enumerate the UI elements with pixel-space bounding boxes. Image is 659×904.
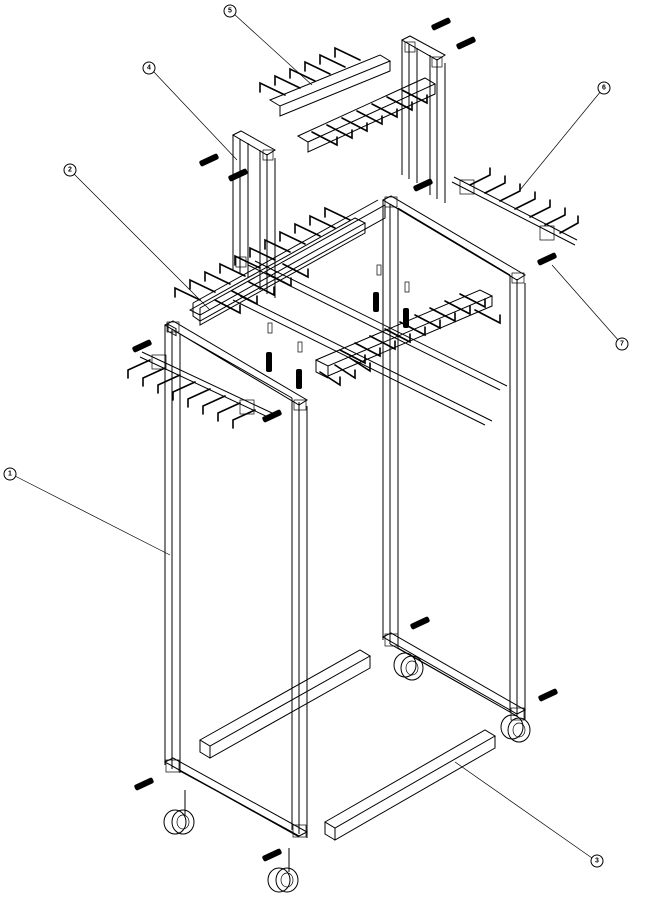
side-hook-rack-left xyxy=(127,351,273,429)
callout-5: 5 xyxy=(223,4,237,18)
bottom-cross-bars xyxy=(199,649,496,841)
upper-post-right xyxy=(400,35,446,203)
callout-3: 3 xyxy=(590,854,604,868)
bolt xyxy=(410,616,430,630)
bolt xyxy=(538,688,558,702)
caster-front-left xyxy=(163,790,195,835)
caster-front-right xyxy=(267,848,299,893)
hook-rack-lower-left xyxy=(174,206,351,315)
callout-7-label: 7 xyxy=(620,341,624,348)
side-hook-rack-right xyxy=(451,167,579,246)
caster-back-left xyxy=(393,652,424,681)
bolt xyxy=(413,178,433,192)
bolt xyxy=(373,292,379,312)
callout-1: 1 xyxy=(3,467,17,481)
callout-6-label: 6 xyxy=(602,85,606,92)
bolt xyxy=(431,17,451,31)
callout-4: 4 xyxy=(142,61,156,75)
hook-rack-lower-right xyxy=(319,293,501,387)
bolt xyxy=(266,352,272,372)
callout-1-label: 1 xyxy=(8,471,12,478)
callout-6: 6 xyxy=(597,81,611,95)
callout-7: 7 xyxy=(615,337,629,351)
top-hook-rack xyxy=(259,46,437,153)
leader-lines xyxy=(14,13,620,859)
callout-2-label: 2 xyxy=(68,167,72,174)
bolt xyxy=(199,153,219,167)
bolt xyxy=(134,777,154,791)
bolt xyxy=(456,36,476,50)
bolt xyxy=(296,369,302,389)
right-upright-frame xyxy=(381,195,527,721)
bolt xyxy=(262,848,282,862)
bolt xyxy=(537,252,557,266)
callout-3-label: 3 xyxy=(595,858,599,865)
upper-post-left xyxy=(231,130,276,298)
caster-wheels xyxy=(163,652,531,893)
callout-5-label: 5 xyxy=(228,8,232,15)
callout-2: 2 xyxy=(63,163,77,177)
left-upright-frame xyxy=(163,320,309,838)
caster-back-right xyxy=(500,714,531,743)
bolt xyxy=(262,409,282,423)
callout-4-label: 4 xyxy=(147,65,151,72)
bolt xyxy=(403,308,409,328)
bolts xyxy=(132,17,558,862)
bolt xyxy=(132,339,152,353)
top-connecting-beam xyxy=(188,199,508,426)
bolt xyxy=(228,168,248,182)
